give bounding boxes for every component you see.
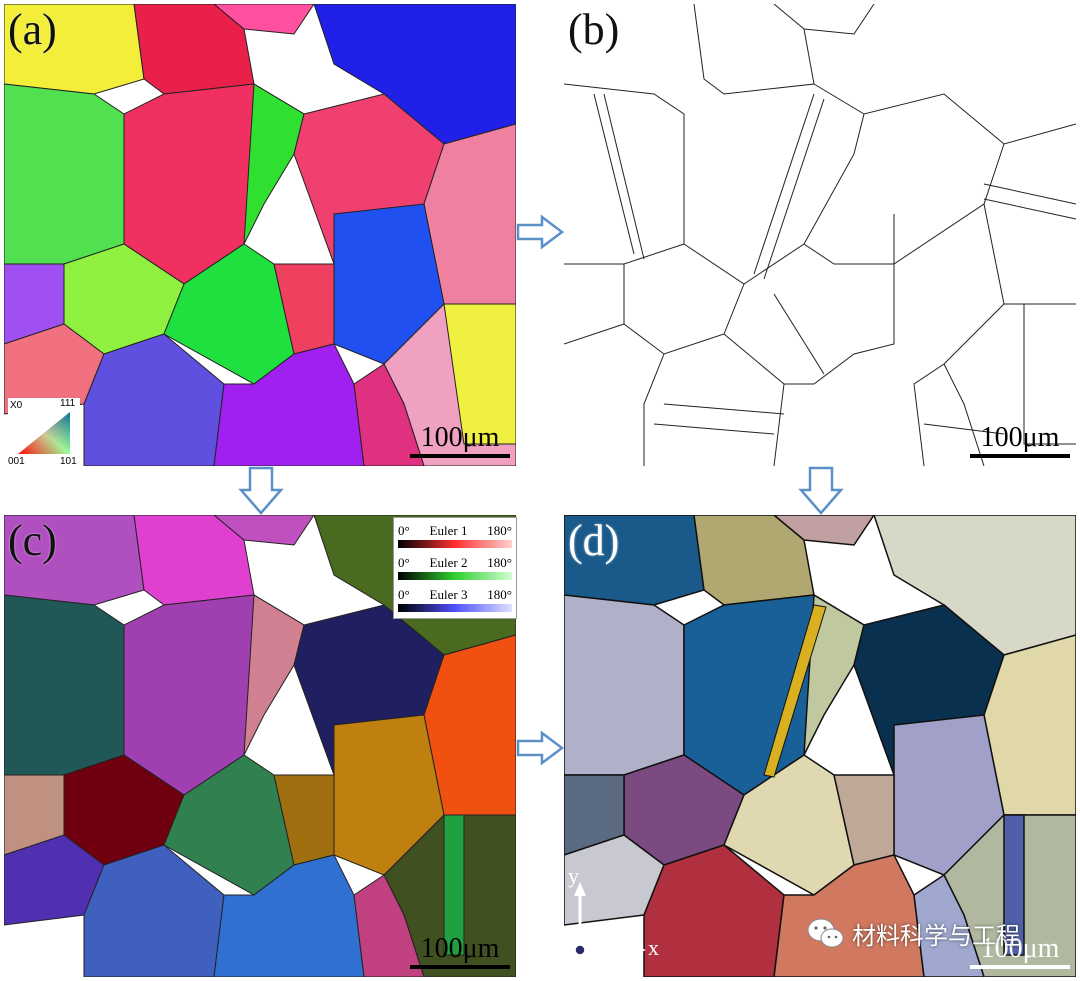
panel-d-segmented-map: (d) y x z 100μm [564,515,1076,977]
euler-1-min: 0° [398,523,410,538]
arrow-right-icon [516,730,564,766]
grain [564,594,685,776]
grain [772,515,875,546]
scale-bar: 100μm [970,424,1070,458]
grain [773,854,925,977]
grain [803,593,865,756]
panel-a-ipf-map: (a) X0 111 001 101 100μm [4,4,516,466]
grain [913,873,985,977]
grain [353,363,425,466]
panel-b-boundary-map: (b) 100μm [564,4,1076,466]
grain [4,515,145,606]
watermark: 材料科学与工程 [806,913,1020,953]
panel-label: (b) [568,5,620,54]
scale-bar-label: 100μm [980,422,1060,453]
euler-3-min: 0° [398,587,410,602]
scale-bar: 100μm [410,935,510,969]
ipf-101: 101 [60,456,77,466]
scale-bar-label: 100μm [420,422,500,453]
euler-1-row: 0° Euler 1 180° [398,524,512,548]
coordinate-axes-icon [574,882,646,956]
watermark-text: 材料科学与工程 [852,921,1020,950]
arrow-down-icon [798,466,844,515]
panel-label: (d) [568,516,620,565]
grain-boundary-map [564,4,1076,466]
scale-bar: 100μm [970,935,1070,969]
grain [4,83,125,265]
euler-2-label: Euler 2 [429,555,468,570]
scale-bar-line [970,965,1070,969]
ipf-111: 111 [60,398,76,409]
grain [4,594,125,776]
euler-1-label: Euler 1 [429,523,468,538]
euler-grain-map [4,515,516,977]
euler-3-row: 0° Euler 3 180° [398,588,512,612]
grain [243,594,305,756]
panel-label: (a) [8,5,57,54]
grain [443,303,516,445]
ipf-triangle-icon [8,398,80,466]
scale-bar-line [970,454,1070,458]
axis-y-label: y [568,863,579,888]
scale-bar-line [410,965,510,969]
axis-z-label: z [570,951,580,976]
arrow-down-icon [238,466,284,515]
wechat-icon [807,918,844,948]
ipf-ref: X0 [10,400,23,411]
ipf-grain-map [4,4,516,466]
grain [213,515,315,546]
ipf-001: 001 [8,456,25,466]
grain [763,604,827,778]
grain [353,874,425,977]
grain [213,343,365,466]
euler-2-gradient [398,572,512,580]
panel-label: (c) [8,516,57,565]
euler-2-max: 180° [487,555,512,570]
scale-bar-line [410,454,510,458]
euler-3-max: 180° [487,587,512,602]
grain [213,854,365,977]
euler-1-max: 180° [487,523,512,538]
panel-c-euler-map: (c) 100μm [4,515,516,977]
euler-color-legend: 0° Euler 1 180° 0° Euler 2 180° 0° Euler 3 180… [393,517,517,619]
scale-bar-label: 100μm [420,933,500,964]
grain [1003,814,1025,956]
grain [243,83,305,245]
scale-bar-label: 100μm [980,933,1060,964]
euler-2-row: 0° Euler 2 180° [398,556,512,580]
grain [564,515,705,606]
euler-3-gradient [398,604,512,612]
ipf-color-key: X0 111 001 101 [8,398,80,466]
grain [4,4,145,95]
arrow-right-icon [516,214,564,250]
euler-1-gradient [398,540,512,548]
scale-bar: 100μm [410,424,510,458]
grain [213,4,315,35]
euler-2-min: 0° [398,555,410,570]
axis-x-label: x [648,935,659,960]
grain [443,814,465,956]
segmented-grain-map [564,515,1076,977]
euler-3-label: Euler 3 [429,587,468,602]
